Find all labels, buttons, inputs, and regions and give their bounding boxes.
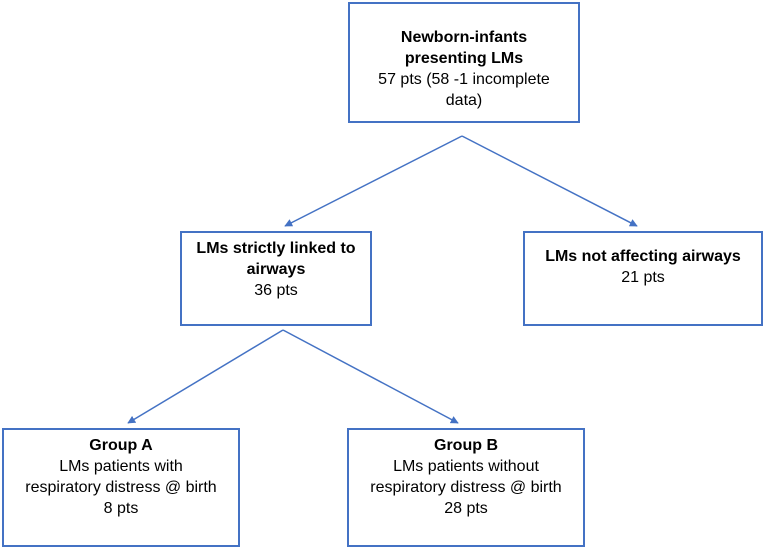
node-newborn-infants: Newborn-infants presenting LMs 57 pts (5… (348, 2, 580, 123)
node-title-line: Newborn-infants (400, 29, 528, 46)
node-group-a: Group A LMs patients with respiratory di… (2, 428, 240, 547)
node-detail-line: 8 pts (103, 500, 139, 517)
node-detail-line: data) (445, 92, 483, 109)
node-detail-line: 36 pts (254, 282, 298, 299)
node-not-affecting-airways: LMs not affecting airways 21 pts (523, 231, 763, 326)
node-title-line: LMs not affecting airways (545, 248, 741, 265)
arrow-root-to-not-airways (461, 135, 638, 227)
node-detail-line: 28 pts (444, 500, 488, 517)
arrow-airways-to-group-a (127, 329, 284, 424)
node-detail-line: LMs patients without (393, 458, 539, 475)
arrow-root-to-airways (284, 135, 463, 227)
node-detail-line: 21 pts (621, 269, 665, 286)
node-detail-line: respiratory distress @ birth (370, 479, 562, 496)
arrow-airways-to-group-b (282, 329, 459, 424)
node-detail-line: LMs patients with (59, 458, 183, 475)
node-airways-linked: LMs strictly linked to airways 36 pts (180, 231, 372, 326)
node-title-line: Group B (434, 437, 498, 454)
node-title-line: airways (246, 261, 306, 278)
node-title-line: Group A (89, 437, 153, 454)
node-detail-line: respiratory distress @ birth (25, 479, 217, 496)
node-title-line: presenting LMs (404, 50, 524, 67)
node-detail-line: 57 pts (58 -1 incomplete (378, 71, 550, 88)
node-group-b: Group B LMs patients without respiratory… (347, 428, 585, 547)
node-title-line: LMs strictly linked to (196, 240, 356, 257)
